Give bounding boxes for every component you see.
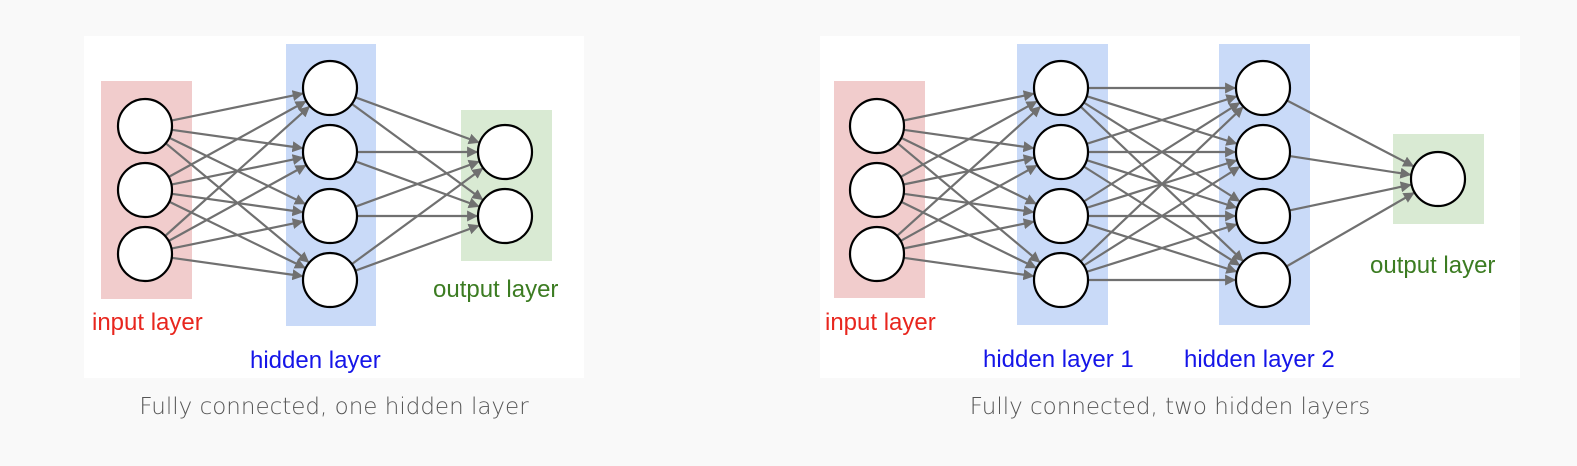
connection-arrow: [1289, 155, 1412, 179]
connection-arrow: [351, 167, 484, 265]
diagram-panel-one-hidden: input layer hidden layer output layer: [84, 36, 584, 378]
connection-arrow: [900, 100, 1038, 178]
input-neuron: [116, 97, 174, 155]
output-neuron: [476, 187, 534, 245]
connection-arrow: [355, 96, 480, 145]
input-neuron: [848, 225, 906, 283]
connection-arrow: [168, 100, 307, 178]
output-layer-label: output layer: [1370, 252, 1495, 279]
connection-arrow: [1083, 166, 1241, 267]
network-diagram-one-hidden: input layer hidden layer output layer: [92, 44, 558, 374]
hidden-1-neuron: [1032, 251, 1090, 309]
connection-arrow: [1285, 192, 1415, 268]
connection-arrow: [1289, 181, 1412, 212]
hidden-1-neuron: [1032, 187, 1090, 245]
hidden-neuron: [301, 251, 359, 309]
connection-arrow: [896, 105, 1042, 237]
hidden-neuron: [301, 59, 359, 117]
hidden-2-neuron: [1234, 251, 1292, 309]
connection-arrow: [1086, 94, 1238, 145]
connection-arrow: [355, 223, 480, 272]
connection-arrow: [171, 90, 304, 122]
input-layer-label: input layer: [825, 309, 936, 336]
connection-arrow: [900, 164, 1038, 242]
connection-arrow: [903, 256, 1035, 281]
hidden-layer-2-label: hidden layer 2: [1184, 346, 1335, 373]
input-neuron: [116, 225, 174, 283]
connection-arrow: [355, 159, 480, 208]
connection-arrow: [1079, 106, 1244, 263]
figure-caption: Fully connected, two hidden layers: [969, 394, 1371, 420]
hidden-layer-1-label: hidden layer 1: [983, 346, 1134, 373]
connection-arrow: [168, 164, 307, 242]
diagram-panel-two-hidden: input layer hidden layer 1 hidden layer …: [820, 36, 1520, 378]
connection-arrow: [903, 90, 1035, 122]
hidden-neuron: [301, 187, 359, 245]
hidden-neuron: [301, 123, 359, 181]
connection-arrow: [164, 105, 311, 237]
connection-arrow: [171, 218, 304, 250]
connection-arrow: [1086, 222, 1238, 273]
connection-arrow: [1286, 99, 1415, 168]
figure-caption: Fully connected, one hidden layer: [139, 394, 529, 420]
input-layer-label: input layer: [92, 309, 203, 336]
output-neuron: [476, 123, 534, 181]
hidden-2-neuron: [1234, 123, 1292, 181]
hidden-2-neuron: [1234, 59, 1292, 117]
network-diagram-two-hidden: input layer hidden layer 1 hidden layer …: [825, 44, 1495, 373]
input-neuron: [848, 161, 906, 219]
hidden-layer-label: hidden layer: [250, 347, 381, 374]
output-neuron: [1409, 150, 1467, 208]
hidden-1-neuron: [1032, 59, 1090, 117]
input-neuron: [848, 97, 906, 155]
connection-arrow: [903, 218, 1035, 250]
hidden-2-neuron: [1234, 187, 1292, 245]
output-layer-label: output layer: [433, 276, 558, 303]
input-neuron: [116, 161, 174, 219]
connection-arrow: [171, 256, 304, 281]
hidden-1-neuron: [1032, 123, 1090, 181]
connection-arrow: [1083, 102, 1241, 203]
